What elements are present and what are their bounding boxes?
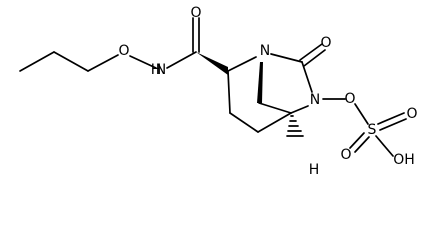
atom-label-n-bridgehead: N	[260, 43, 270, 59]
atom-label-h-amide: H	[151, 62, 162, 78]
atom-label-o-sulfonyl-1: O	[406, 106, 417, 122]
bond-s-o-double1-b	[379, 118, 407, 131]
bond-c2ring-n1	[227, 56, 257, 72]
bond-n-camide	[166, 51, 197, 69]
bond-s-oh	[375, 135, 394, 157]
atom-label-o-carbonyl-urea: O	[320, 35, 331, 51]
hashed-bond-c5-h	[286, 115, 304, 137]
atom-label-o-sulfonyl-2: O	[340, 147, 351, 163]
bond-curea-o-double-a	[299, 43, 323, 61]
wedge-bond-n1-bridge	[257, 62, 263, 103]
atom-label-h-bridgehead: H	[309, 162, 320, 178]
bond-c2ring-c3ring	[227, 70, 231, 114]
bond-n6-c5	[290, 105, 309, 114]
bond-s-o-double2-a	[349, 132, 365, 149]
bond-o-n	[129, 55, 157, 69]
atom-label-o-ether: O	[118, 43, 129, 59]
bond-c1-c2	[19, 51, 55, 72]
bond-n1-curea	[270, 53, 303, 63]
atom-label-oh: OH	[393, 152, 415, 168]
bond-bridge-c5	[258, 102, 292, 114]
bond-s-o-double1-a	[377, 112, 405, 125]
bond-c3ring-c4ring	[229, 112, 259, 133]
atom-label-n-amide: N	[156, 62, 166, 78]
wedge-bond-ring-to-amide	[196, 52, 228, 75]
atom-label-o-oxy: O	[344, 91, 355, 107]
bond-c3-o	[87, 54, 119, 72]
molecule-canvas: O N H O N O N O S O O OH H	[19, 5, 418, 178]
bond-s-o-double2-b	[354, 136, 370, 153]
bond-c4ring-c5	[257, 112, 292, 133]
bond-o-s	[354, 103, 369, 125]
atom-label-o-carbonyl-amide: O	[190, 5, 201, 21]
atom-label-s: S	[368, 122, 377, 138]
structure-diagram: O N H O N O N O S O O OH H	[19, 5, 418, 178]
bond-c2-c3	[53, 51, 89, 72]
atom-label-n-urea: N	[310, 92, 320, 108]
bond-curea-o-double-b	[303, 49, 326, 67]
bond-curea-n6	[301, 61, 313, 93]
